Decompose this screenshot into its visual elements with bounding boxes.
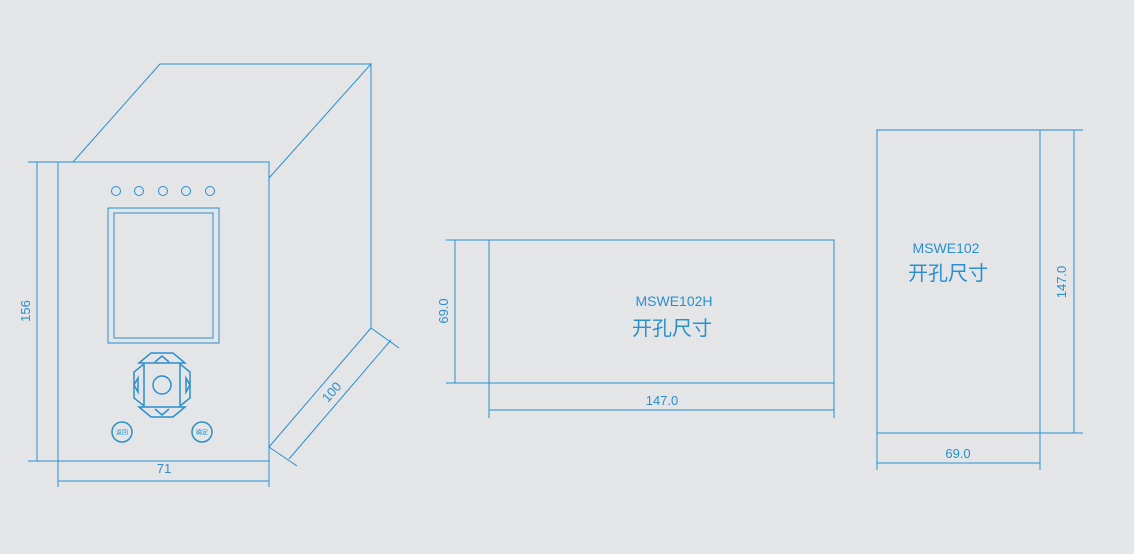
right-arrow-icon — [185, 375, 191, 395]
display-bezel — [107, 207, 220, 344]
width-dimension-label: 71 — [157, 461, 171, 476]
height-dimension: 156 — [18, 161, 58, 462]
up-key — [136, 352, 188, 364]
cutout-vertical-outline — [876, 129, 1041, 434]
cutout-horizontal-caption: 开孔尺寸 — [632, 316, 712, 340]
navigation-keypad — [133, 352, 191, 418]
down-arrow-icon — [154, 408, 170, 416]
back-button: 返回 — [111, 421, 133, 443]
led-indicator-5 — [205, 186, 215, 196]
confirm-button-label: 确定 — [196, 429, 208, 437]
cutout-vertical-width-label: 69.0 — [945, 446, 970, 461]
cutout-vertical-model: MSWE102 — [913, 240, 980, 256]
depth-dimension-label: 100 — [319, 379, 345, 405]
down-key — [136, 406, 188, 418]
device-drawing: 返回 确定 156 71 100 — [18, 63, 400, 487]
right-key — [179, 362, 191, 408]
led-indicator-1 — [111, 186, 121, 196]
cutout-horizontal-width-label: 147.0 — [646, 393, 679, 408]
device-bottom-edge — [268, 327, 372, 448]
device-front-face — [57, 161, 270, 462]
up-arrow-icon — [154, 355, 170, 363]
led-indicator-2 — [134, 186, 144, 196]
led-indicators — [111, 186, 215, 196]
confirm-button: 确定 — [191, 421, 213, 443]
cutout-vertical: MSWE102 开孔尺寸 147.0 69.0 — [876, 129, 1083, 470]
led-indicator-4 — [181, 186, 191, 196]
cutout-horizontal-outline — [488, 239, 835, 384]
cutout-vertical-height-dimension: 147.0 — [1040, 129, 1083, 434]
width-dimension: 71 — [57, 461, 270, 487]
cutout-horizontal: MSWE102H 开孔尺寸 69.0 147.0 — [436, 239, 835, 418]
cutout-horizontal-model: MSWE102H — [635, 293, 712, 309]
left-arrow-icon — [133, 375, 139, 395]
cutout-horizontal-height-dimension: 69.0 — [436, 239, 489, 384]
cutout-horizontal-height-label: 69.0 — [436, 298, 451, 323]
cutout-vertical-caption: 开孔尺寸 — [908, 261, 988, 285]
display-screen — [113, 212, 214, 339]
cutout-vertical-width-dimension: 69.0 — [876, 433, 1041, 470]
center-key — [152, 375, 172, 395]
back-button-label: 返回 — [116, 430, 128, 437]
cutout-vertical-height-label: 147.0 — [1054, 266, 1069, 299]
device-top-face — [72, 63, 373, 179]
cutout-horizontal-width-dimension: 147.0 — [488, 383, 835, 418]
led-indicator-3 — [158, 186, 168, 196]
height-dimension-label: 156 — [18, 300, 33, 322]
left-key — [133, 362, 145, 408]
depth-dimension: 100 — [268, 327, 400, 467]
